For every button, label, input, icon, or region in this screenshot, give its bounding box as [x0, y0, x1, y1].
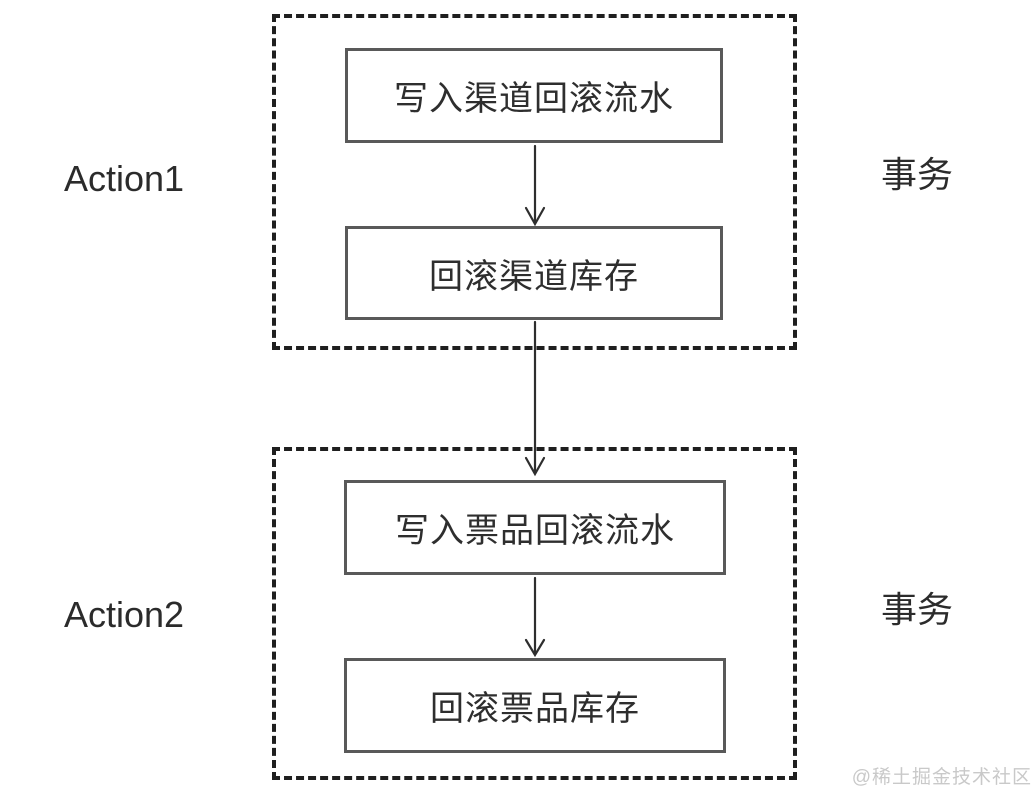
- transaction-group-action2: 写入票品回滚流水 回滚票品库存: [272, 447, 797, 780]
- node-write-channel-rollback-record: 写入渠道回滚流水: [345, 48, 723, 143]
- node-write-ticket-rollback-record: 写入票品回滚流水: [344, 480, 726, 575]
- node-rollback-ticket-inventory: 回滚票品库存: [344, 658, 726, 753]
- group-side-label-transaction-1: 事务: [881, 154, 954, 195]
- watermark: @稀土掘金技术社区: [851, 767, 1032, 788]
- transaction-group-action1: 写入渠道回滚流水 回滚渠道库存: [272, 14, 797, 350]
- group-label-action1: Action1: [64, 158, 185, 199]
- group-side-label-transaction-2: 事务: [881, 589, 954, 630]
- node-rollback-channel-inventory: 回滚渠道库存: [345, 226, 723, 320]
- group-label-action2: Action2: [64, 594, 185, 635]
